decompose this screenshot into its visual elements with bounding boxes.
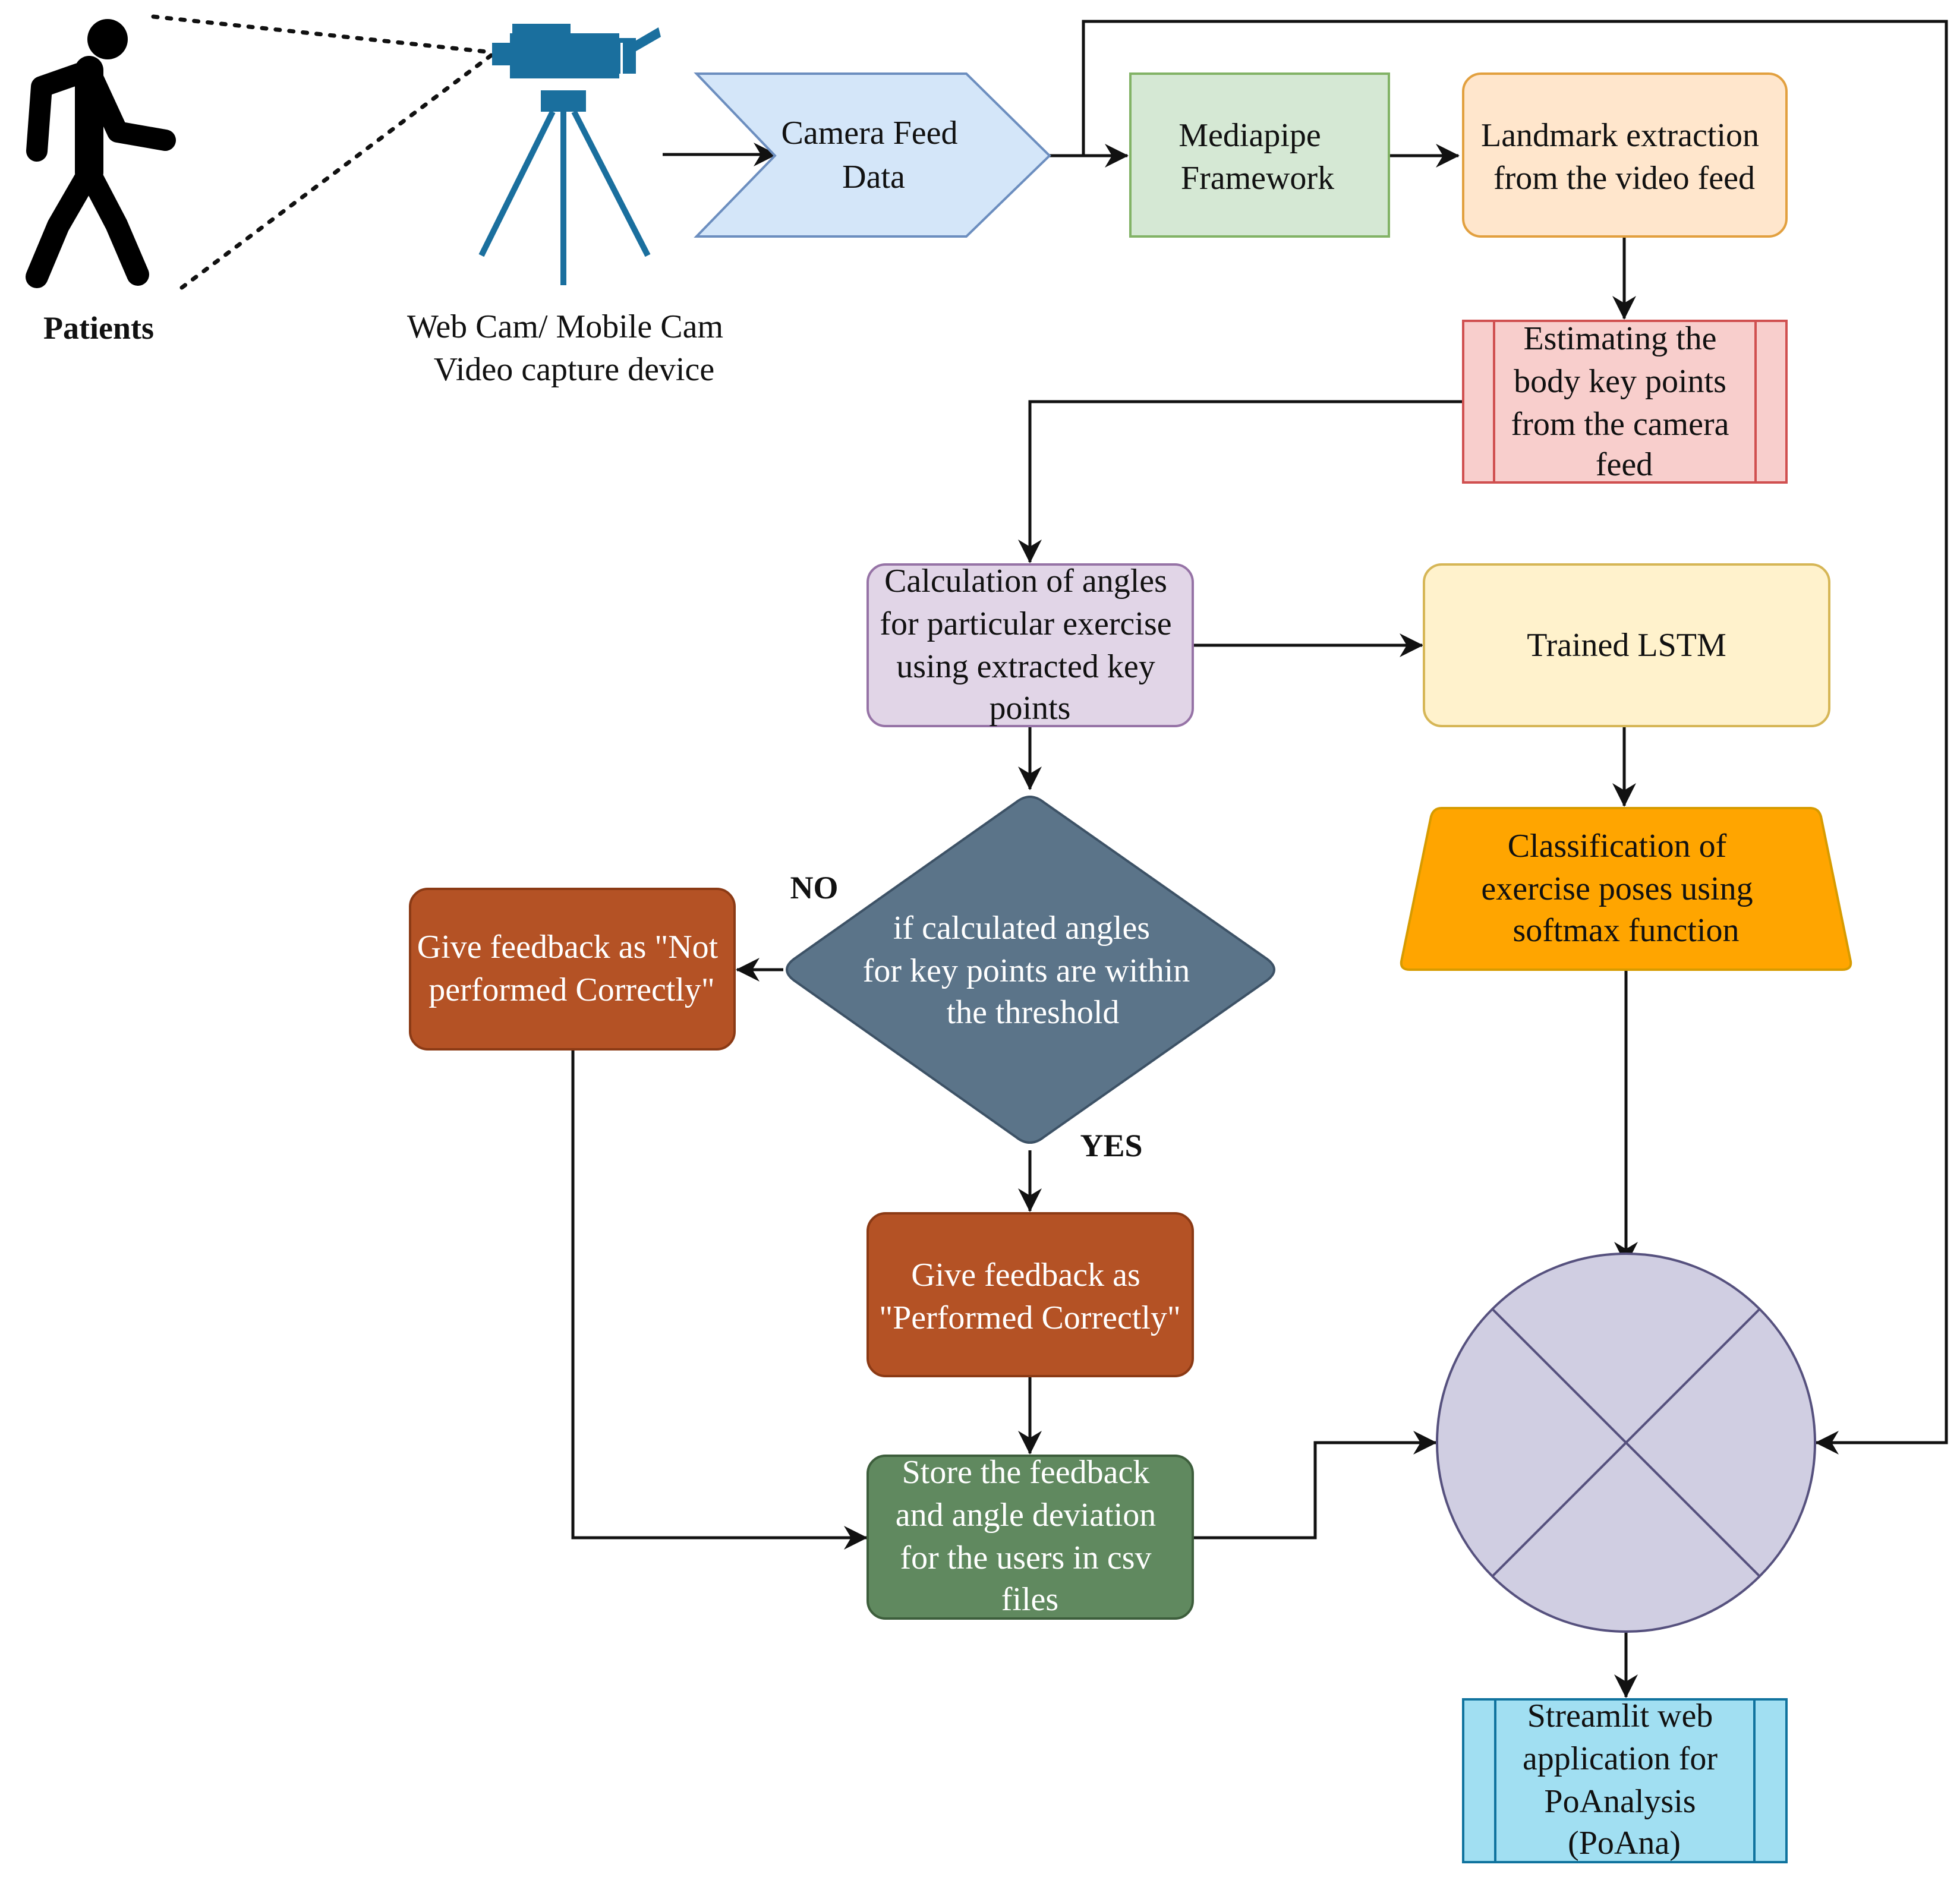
svg-text:Camera Feed Data: Camera Feed Data — [782, 115, 966, 195]
trained-lstm-node: Trained LSTM — [1423, 563, 1830, 727]
camera-feed-node: Camera Feed Data — [694, 72, 1051, 238]
svg-text:Store the feedback and a: Store the feedback and angle deviation f… — [896, 1454, 1165, 1618]
streamlit-app-node: Streamlit web application for PoAnalysis… — [1462, 1698, 1788, 1863]
edge-feed-to-sum — [1082, 20, 1948, 1455]
classification-node: Classification of exercise poses using s… — [1400, 807, 1852, 971]
camera-label: Web Cam/ Mobile Cam Video capture device — [407, 308, 732, 388]
svg-text:Give feedback as "Perfor: Give feedback as "Performed Correctly" — [879, 1257, 1181, 1336]
svg-text:Streamlit web applicatio: Streamlit web application for PoAnalysis… — [1523, 1698, 1726, 1862]
view-line-bottom — [179, 52, 494, 290]
decision-no-label: NO — [790, 870, 839, 906]
svg-text:Mediapipe Framework: Mediapipe Framework — [1178, 117, 1334, 197]
patients-label: Patients — [43, 310, 154, 346]
landmark-extraction-node: Landmark extraction from the video feed — [1462, 72, 1788, 238]
calculation-of-angles-node: Calculation of angles for particular exe… — [866, 563, 1194, 727]
mediapipe-node: Mediapipe Framework — [1129, 72, 1390, 238]
video-camera-tripod-icon — [478, 24, 661, 285]
edge-store-to-sum — [1193, 1431, 1437, 1540]
view-line-top — [151, 14, 494, 55]
threshold-decision-node: if calculated angles for key points are … — [786, 796, 1275, 1144]
summing-junction-icon — [1436, 1253, 1816, 1633]
edge-feedback-not-to-store — [571, 1049, 868, 1550]
feedback-not-correct-node: Give feedback as "Not performed Correctl… — [409, 888, 736, 1051]
svg-text:Landmark extraction from: Landmark extraction from the video feed — [1481, 117, 1767, 197]
svg-text:Give feedback as "Not pe: Give feedback as "Not performed Correctl… — [417, 929, 726, 1008]
feedback-correct-node: Give feedback as "Performed Correctly" — [866, 1212, 1194, 1377]
decision-yes-label: YES — [1080, 1128, 1142, 1163]
estimating-key-points-node: Estimating the body key points from the … — [1462, 320, 1788, 484]
svg-text:Calculation of angles fo: Calculation of angles for particular exe… — [880, 563, 1180, 727]
svg-text:Estimating the body key: Estimating the body key points from the … — [1511, 320, 1738, 483]
svg-text:if calculated angles for: if calculated angles for key points are … — [863, 910, 1199, 1031]
edge-estimating-to-calculation — [1018, 400, 1463, 563]
svg-text:Trained LSTM: Trained LSTM — [1527, 627, 1726, 664]
walking-person-icon — [26, 19, 176, 288]
svg-text:Classification of exerci: Classification of exercise poses using s… — [1481, 828, 1761, 949]
store-feedback-node: Store the feedback and angle deviation f… — [866, 1454, 1194, 1620]
edges — [151, 14, 1948, 1698]
